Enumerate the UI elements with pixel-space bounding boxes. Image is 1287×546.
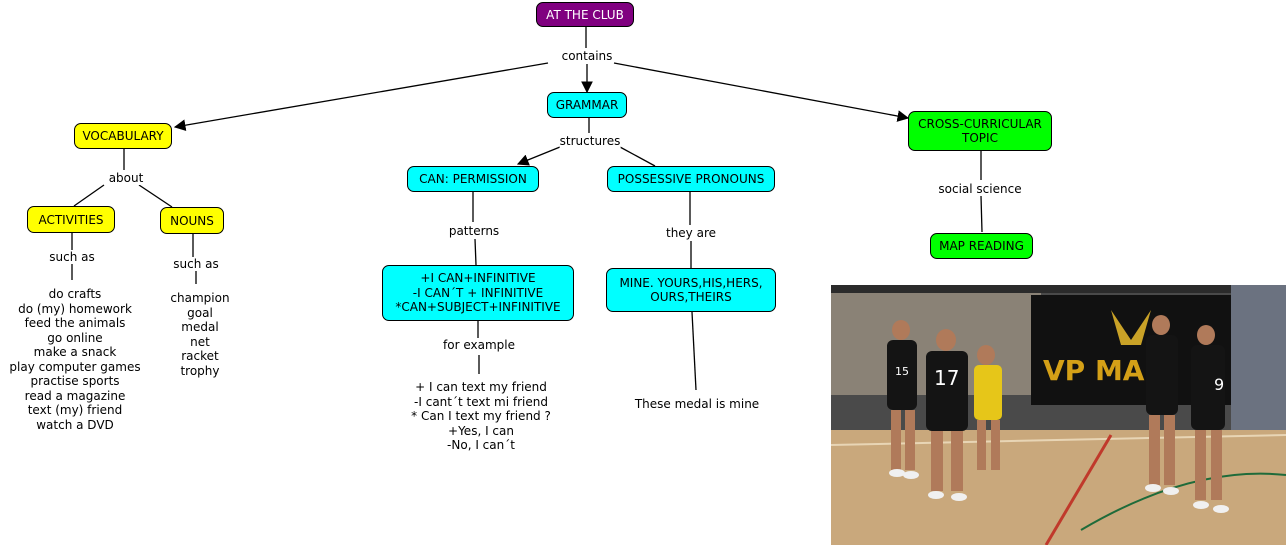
vocabulary-node-label: VOCABULARY: [82, 129, 164, 143]
root-node[interactable]: AT THE CLUB: [536, 2, 634, 27]
list-item: text (my) friend: [27, 403, 123, 417]
link-label-contains: contains: [561, 49, 613, 63]
activities-list: do crafts do (my) homework feed the anim…: [9, 287, 141, 432]
list-item: practise sports: [30, 374, 120, 388]
volleyball-team-photo: VP MA 15 17 9: [831, 285, 1286, 545]
nouns-list: champion goal medal net racket trophy: [170, 291, 230, 378]
jersey-number: 15: [895, 365, 909, 378]
cross-curricular-line-1: CROSS-CURRICULAR: [918, 117, 1042, 131]
list-item: * Can I text my friend ?: [411, 409, 551, 423]
link-label-patterns: patterns: [448, 224, 500, 238]
list-item: go online: [47, 330, 103, 345]
nouns-label: NOUNS: [170, 213, 214, 228]
list-item: make a snack: [33, 345, 117, 359]
can-permission-node[interactable]: CAN: PERMISSION: [407, 166, 539, 192]
can-patterns-node[interactable]: +I CAN+INFINITIVE -I CAN´T + INFINITIVE …: [382, 265, 574, 321]
can-pattern-question: *CAN+SUBJECT+INFINITIVE: [395, 300, 561, 315]
list-item: watch a DVD: [36, 417, 114, 432]
map-reading-label: MAP READING: [939, 239, 1024, 253]
link-label-about: about: [108, 171, 144, 185]
list-item: medal: [181, 320, 219, 334]
banner-text: VP MA: [1043, 354, 1145, 387]
nouns-node[interactable]: NOUNS: [160, 207, 224, 234]
list-item: feed the animals: [24, 316, 126, 330]
link-label-activities-such-as: such as: [49, 250, 95, 264]
cross-curricular-node[interactable]: CROSS-CURRICULAR TOPIC: [908, 111, 1052, 151]
map-reading-node[interactable]: MAP READING: [930, 233, 1033, 259]
list-item: +Yes, I can: [448, 423, 514, 438]
list-item: -I cant´t text mi friend: [414, 394, 548, 409]
jersey-number: 17: [934, 366, 959, 390]
possessive-pronouns-node[interactable]: POSSESSIVE PRONOUNS: [607, 166, 775, 192]
vocabulary-node[interactable]: VOCABULARY: [74, 123, 172, 149]
list-item: -No, I can´t: [447, 438, 515, 452]
cross-curricular-line-2: TOPIC: [962, 131, 998, 145]
grammar-node[interactable]: GRAMMAR: [547, 92, 627, 118]
list-item: net: [190, 334, 210, 349]
list-item: play computer games: [9, 359, 141, 374]
can-permission-label: CAN: PERMISSION: [419, 172, 527, 186]
link-label-for-example: for example: [443, 338, 515, 352]
can-pattern-affirmative: +I CAN+INFINITIVE: [420, 271, 536, 286]
grammar-node-label: GRAMMAR: [555, 98, 619, 112]
list-item: read a magazine: [24, 388, 126, 403]
can-pattern-negative: -I CAN´T + INFINITIVE: [412, 285, 544, 300]
root-node-label: AT THE CLUB: [546, 7, 624, 22]
list-item: racket: [181, 349, 219, 363]
list-item: do crafts: [48, 287, 102, 301]
link-label-nouns-such-as: such as: [173, 257, 219, 271]
jersey-number: 9: [1214, 375, 1224, 394]
list-item: + I can text my friend: [415, 380, 547, 394]
link-label-social-science: social science: [938, 182, 1022, 196]
link-label-structures: structures: [559, 134, 621, 148]
activities-label: ACTIVITIES: [38, 212, 104, 227]
link-label-they-are: they are: [665, 226, 717, 240]
activities-node[interactable]: ACTIVITIES: [27, 206, 115, 233]
examples-list: + I can text my friend -I cant´t text mi…: [411, 380, 551, 453]
pronouns-list-node[interactable]: MINE. YOURS,HIS,HERS, OURS,THEIRS: [606, 268, 776, 312]
list-item: trophy: [180, 363, 220, 378]
pronoun-example: These medal is mine: [634, 397, 760, 411]
pronouns-line-2: OURS,THEIRS: [650, 290, 732, 304]
possessive-pronouns-label: POSSESSIVE PRONOUNS: [617, 172, 765, 186]
list-item: champion: [170, 291, 230, 305]
pronouns-line-1: MINE. YOURS,HIS,HERS,: [619, 276, 763, 290]
list-item: do (my) homework: [18, 301, 132, 316]
list-item: goal: [187, 305, 213, 320]
